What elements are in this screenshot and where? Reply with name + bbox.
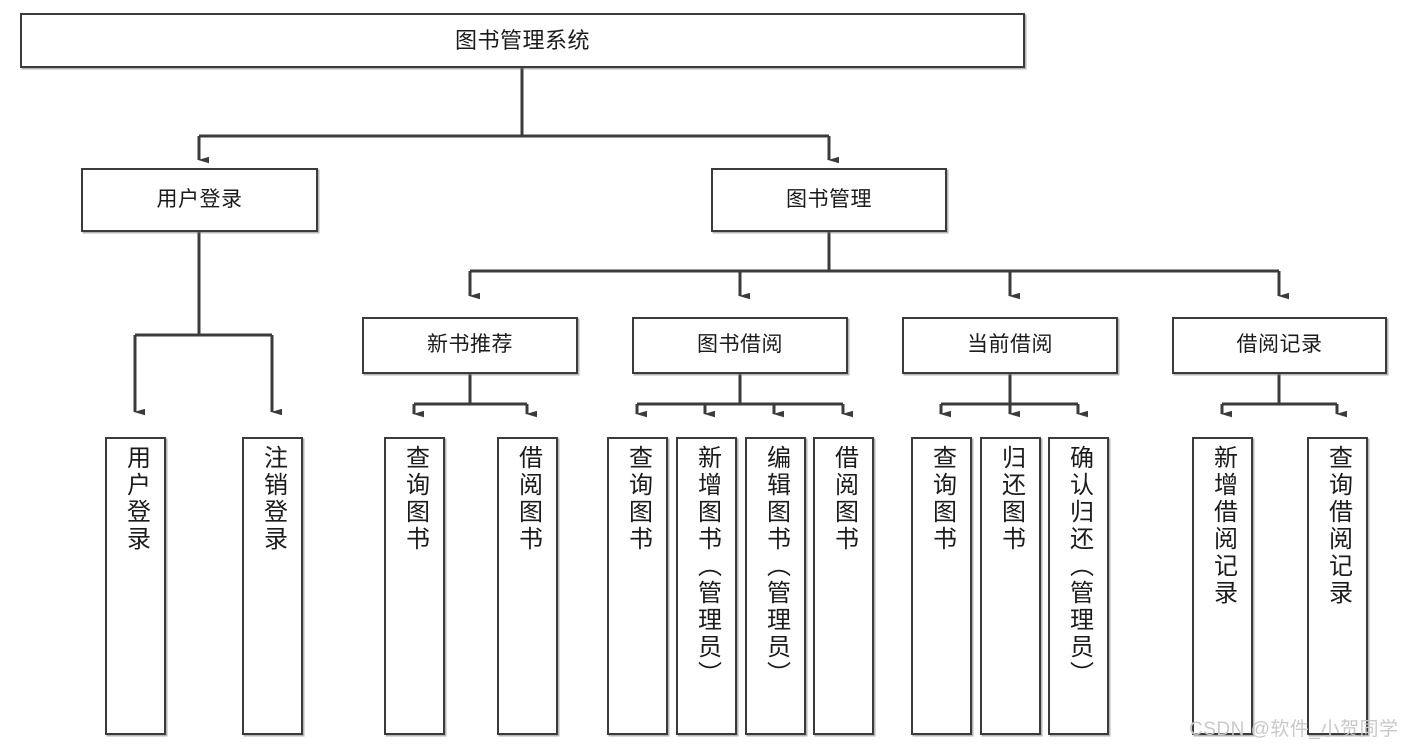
node-label: 图书管理系统 bbox=[454, 27, 590, 53]
node-book-management[interactable]: 图书管理 bbox=[711, 168, 947, 232]
node-label: 借阅记录 bbox=[1236, 333, 1323, 357]
node-label: 当前借阅 bbox=[967, 333, 1053, 357]
node-label: 注销登录 bbox=[259, 445, 287, 553]
csdn-watermark: CSDN @软件_小贺同学 bbox=[1189, 719, 1399, 740]
node-label: 编辑图书（管理员） bbox=[762, 445, 790, 688]
node-label: 图书管理 bbox=[786, 187, 872, 211]
leaf-user-login-logout[interactable]: 注销登录 bbox=[242, 437, 303, 735]
leaf-book-borrow-add-book-admin[interactable]: 新增图书（管理员） bbox=[676, 437, 737, 735]
node-root-book-management-system[interactable]: 图书管理系统 bbox=[20, 13, 1025, 68]
leaf-new-book-query-book[interactable]: 查询图书 bbox=[384, 437, 445, 735]
node-label: 查询图书 bbox=[928, 445, 956, 553]
node-label: 确认归还（管理员） bbox=[1065, 445, 1093, 688]
leaf-book-borrow-query-book[interactable]: 查询图书 bbox=[607, 437, 668, 735]
node-label: 新增图书（管理员） bbox=[693, 445, 721, 688]
node-user-login[interactable]: 用户登录 bbox=[81, 168, 318, 232]
node-book-borrow[interactable]: 图书借阅 bbox=[632, 317, 848, 374]
leaf-new-book-borrow-book[interactable]: 借阅图书 bbox=[497, 437, 558, 735]
node-label: 新增借阅记录 bbox=[1209, 445, 1237, 607]
leaf-book-borrow-edit-book-admin[interactable]: 编辑图书（管理员） bbox=[745, 437, 806, 735]
leaf-borrow-record-add-record[interactable]: 新增借阅记录 bbox=[1192, 437, 1253, 735]
node-new-book-recommend[interactable]: 新书推荐 bbox=[362, 317, 578, 374]
node-borrow-record[interactable]: 借阅记录 bbox=[1172, 317, 1387, 374]
leaf-current-borrow-confirm-return-admin[interactable]: 确认归还（管理员） bbox=[1048, 437, 1109, 735]
node-label: 查询借阅记录 bbox=[1324, 445, 1352, 607]
node-label: 用户登录 bbox=[156, 187, 243, 211]
node-label: 查询图书 bbox=[401, 445, 429, 553]
node-label: 归还图书 bbox=[997, 445, 1025, 553]
leaf-user-login-login[interactable]: 用户登录 bbox=[105, 437, 166, 735]
leaf-borrow-record-query-record[interactable]: 查询借阅记录 bbox=[1307, 437, 1368, 735]
node-label: 图书借阅 bbox=[697, 333, 783, 357]
leaf-current-borrow-query-book[interactable]: 查询图书 bbox=[911, 437, 972, 735]
leaf-book-borrow-borrow-book[interactable]: 借阅图书 bbox=[813, 437, 874, 735]
node-label: 查询图书 bbox=[624, 445, 652, 553]
node-label: 新书推荐 bbox=[427, 333, 513, 357]
node-label: 借阅图书 bbox=[514, 445, 542, 553]
leaf-current-borrow-return-book[interactable]: 归还图书 bbox=[980, 437, 1041, 735]
node-current-borrow[interactable]: 当前借阅 bbox=[902, 317, 1118, 374]
node-label: 借阅图书 bbox=[830, 445, 858, 553]
node-label: 用户登录 bbox=[122, 445, 150, 553]
